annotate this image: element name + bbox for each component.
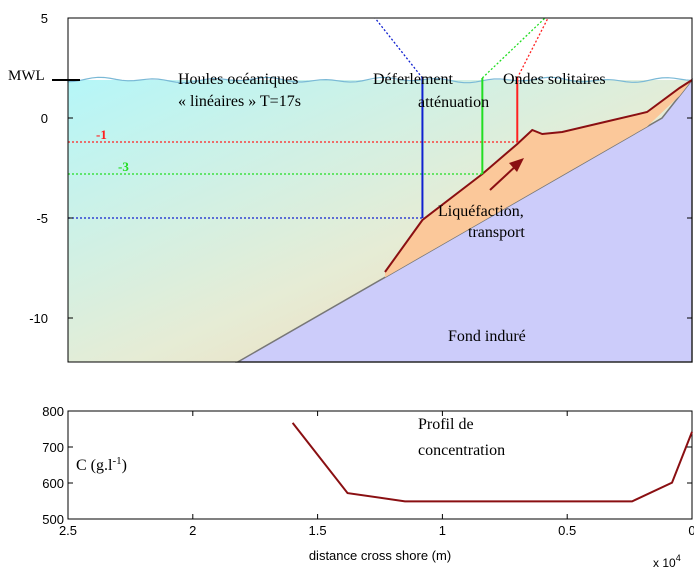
depth-level-label: -1	[96, 127, 107, 142]
y-tick-label: 700	[42, 440, 64, 455]
diagonal-dotted-lines	[374, 17, 549, 79]
y-tick-label: -10	[29, 311, 48, 326]
diagonal-dotted-line	[374, 17, 423, 79]
depth-level-lines: -1 -3	[68, 127, 518, 219]
liquefaction-label: Liquéfaction,	[438, 203, 524, 220]
sea-surface-line	[67, 76, 693, 84]
diagonal-dotted-line	[516, 17, 549, 79]
attenuation-label: atténuation	[418, 94, 489, 111]
concentration-axes-box	[67, 410, 693, 520]
x-tick-label: 2	[189, 523, 196, 538]
fluid-mud-surface-line	[384, 79, 693, 273]
concentration-panel: 500 600 700 800 2.5 2 1.5 1 0.5 0 C (g.l-1) Prof…	[42, 404, 694, 570]
transport-label: transport	[468, 224, 525, 241]
x-tick-label: 2.5	[59, 523, 77, 538]
y-tick-label: 0	[41, 111, 48, 126]
profile-y-ticks: 5 0 -5 -10	[29, 11, 692, 326]
concentration-annotation-line1: Profil de	[418, 416, 474, 433]
y-tick-label: 5	[41, 11, 48, 26]
fluid-mud-layer	[384, 80, 692, 278]
y-tick-label: 800	[42, 404, 64, 419]
y-tick-label: -5	[36, 211, 48, 226]
depth-level-label: -3	[118, 159, 129, 174]
x-tick-label: 0.5	[558, 523, 576, 538]
y-tick-label: 600	[42, 476, 64, 491]
x-axis-label: distance cross shore (m)	[309, 548, 451, 563]
y-tick-label: 500	[42, 512, 64, 527]
concentration-annotation-line2: concentration	[418, 442, 505, 459]
x-multiplier-label: x 104	[653, 553, 681, 570]
transport-arrow	[489, 158, 524, 191]
waves-label-line2: « linéaires » T=17s	[178, 93, 301, 110]
x-tick-label: 0	[688, 523, 694, 538]
breaking-label: Déferlement	[373, 71, 454, 88]
profile-panel: -1 -3 5 0 -5 -10 MWL Houles océaniques « lin…	[8, 11, 693, 363]
concentration-series-line	[291, 422, 693, 503]
wave-vertical-lines	[421, 78, 519, 218]
concentration-y-ticks: 500 600 700 800	[42, 404, 692, 527]
waves-label: Houles océaniques	[178, 71, 298, 88]
profile-axes-box	[67, 17, 693, 363]
concentration-x-ticks: 2.5 2 1.5 1 0.5 0	[59, 411, 694, 538]
concentration-y-label: C (g.l-1)	[76, 455, 127, 474]
hard-bottom-label: Fond induré	[448, 328, 526, 345]
diagonal-dotted-line	[481, 17, 546, 79]
x-tick-label: 1.5	[309, 523, 327, 538]
solitary-waves-label: Ondes solitaires	[503, 71, 606, 88]
x-tick-label: 1	[439, 523, 446, 538]
mwl-label: MWL	[8, 68, 45, 84]
